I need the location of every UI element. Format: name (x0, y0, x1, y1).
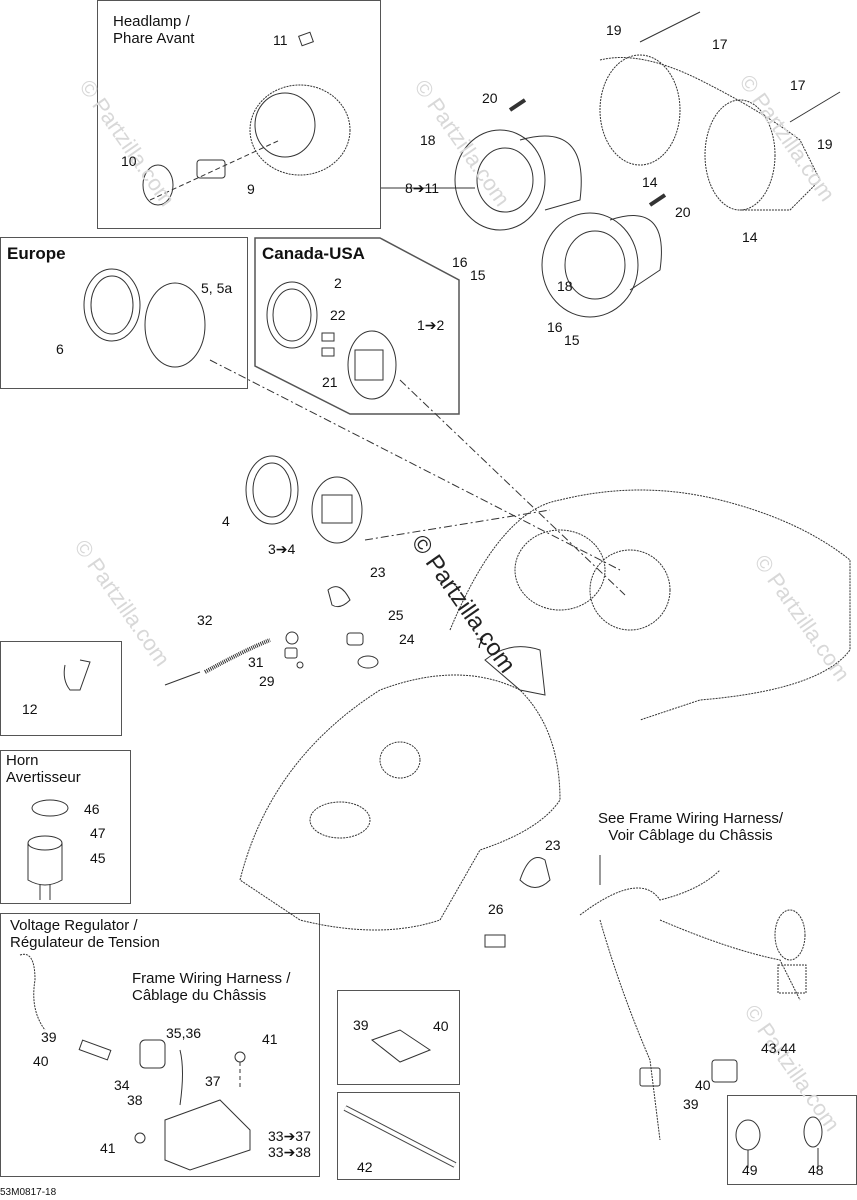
callout-25[interactable]: 25 (388, 607, 404, 623)
voltage-regulator-title: Voltage Regulator / Régulateur de Tensio… (10, 917, 160, 951)
callout-48[interactable]: 48 (808, 1162, 824, 1178)
clip-inset (0, 641, 122, 736)
callout-22[interactable]: 22 (330, 307, 346, 323)
callout-14[interactable]: 14 (742, 229, 758, 245)
callout-16[interactable]: 16 (547, 319, 563, 335)
callout-11[interactable]: 11 (273, 32, 288, 48)
callout-49[interactable]: 49 (742, 1162, 758, 1178)
callout-45[interactable]: 45 (90, 850, 106, 866)
callout-43-44[interactable]: 43,44 (761, 1040, 797, 1056)
callout-3-4[interactable]: 3➔4 (268, 541, 296, 557)
callout-29[interactable]: 29 (259, 673, 275, 689)
diagram-code: 53M0817-18 (0, 1187, 57, 1198)
callout-40[interactable]: 40 (33, 1053, 49, 1069)
callout-17[interactable]: 17 (712, 36, 728, 52)
canada-usa-title: Canada-USA (262, 244, 365, 263)
callout-18[interactable]: 18 (420, 132, 436, 148)
tube-inset (337, 1092, 460, 1180)
callout-19[interactable]: 19 (817, 136, 833, 152)
frame-harness-note: Frame Wiring Harness / Câblage du Châssi… (132, 970, 291, 1004)
callout-14[interactable]: 14 (642, 174, 658, 190)
bracket-inset (337, 990, 460, 1085)
callout-21[interactable]: 21 (322, 374, 338, 390)
callout-9[interactable]: 9 (247, 181, 255, 197)
callout-47[interactable]: 47 (90, 825, 106, 841)
callout-33-37[interactable]: 33➔37 (268, 1128, 311, 1144)
callout-34[interactable]: 34 (114, 1077, 130, 1093)
callout-39[interactable]: 39 (683, 1096, 699, 1112)
europe-title: Europe (7, 244, 66, 263)
callout-41[interactable]: 41 (262, 1031, 278, 1047)
callout-32[interactable]: 32 (197, 612, 213, 628)
callout-12[interactable]: 12 (22, 701, 38, 717)
see-frame-harness-note: See Frame Wiring Harness/ Voir Câblage d… (598, 810, 784, 844)
callout-15[interactable]: 15 (470, 267, 486, 283)
callout-35-36[interactable]: 35,36 (166, 1025, 202, 1041)
callout-37[interactable]: 37 (205, 1073, 221, 1089)
callout-42[interactable]: 42 (357, 1159, 373, 1175)
callout-40[interactable]: 40 (433, 1018, 449, 1034)
callout-10[interactable]: 10 (121, 153, 137, 169)
callout-5-5a[interactable]: 5, 5a (201, 280, 233, 296)
callout-1-2[interactable]: 1➔2 (417, 317, 445, 333)
callout-15[interactable]: 15 (564, 332, 580, 348)
callout-38[interactable]: 38 (127, 1092, 143, 1108)
callout-18[interactable]: 18 (557, 278, 573, 294)
callout-2[interactable]: 2 (334, 275, 342, 291)
horn-inset (0, 750, 131, 904)
headlamp-title: Headlamp / Phare Avant (113, 13, 195, 47)
callout-39[interactable]: 39 (353, 1017, 369, 1033)
callout-20[interactable]: 20 (675, 204, 691, 220)
callout-16[interactable]: 16 (452, 254, 468, 270)
callout-4[interactable]: 4 (222, 513, 230, 529)
callout-23[interactable]: 23 (545, 837, 561, 853)
europe-inset (0, 237, 248, 389)
callout-17[interactable]: 17 (790, 77, 806, 93)
canada-usa-inset (254, 237, 460, 415)
callout-26[interactable]: 26 (488, 901, 504, 917)
callout-24[interactable]: 24 (399, 631, 415, 647)
horn-title: Horn Avertisseur (6, 752, 81, 786)
callout-19[interactable]: 19 (606, 22, 622, 38)
callout-39[interactable]: 39 (41, 1029, 57, 1045)
callout-46[interactable]: 46 (84, 801, 100, 817)
callout-20[interactable]: 20 (482, 90, 498, 106)
headlamp-inset (97, 0, 381, 229)
callout-23[interactable]: 23 (370, 564, 386, 580)
callout-40[interactable]: 40 (695, 1077, 711, 1093)
callout-41[interactable]: 41 (100, 1140, 116, 1156)
callout-31[interactable]: 31 (248, 654, 264, 670)
callout-7[interactable]: 7 (476, 635, 484, 651)
callout-6[interactable]: 6 (56, 341, 64, 357)
voltage-regulator-inset (0, 913, 320, 1177)
callout-8-11[interactable]: 8➔11 (405, 180, 440, 196)
callout-33-38[interactable]: 33➔38 (268, 1144, 311, 1160)
